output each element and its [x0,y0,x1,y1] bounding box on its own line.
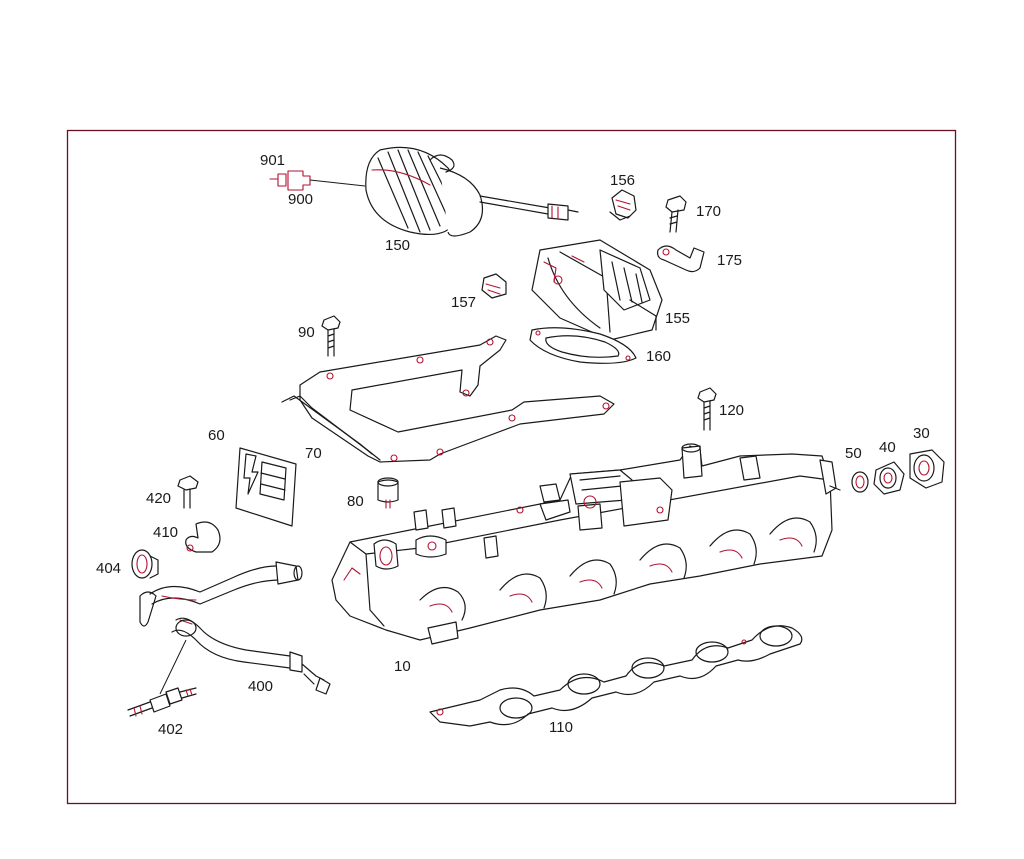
part-170-bolt[interactable] [665,195,687,233]
callout-30: 30 [913,425,930,442]
callout-110: 110 [549,719,573,736]
callout-175: 175 [717,252,742,269]
callout-10: 10 [394,658,411,675]
part-80-spacer[interactable] [377,477,399,509]
part-402-sensor[interactable] [127,639,197,717]
callout-50: 50 [845,445,862,462]
callout-150: 150 [385,237,410,254]
callout-160: 160 [646,348,671,365]
part-120-bolt[interactable] [697,387,717,431]
part-175-bracket[interactable] [657,245,705,273]
part-410-clamp[interactable] [185,521,221,553]
callout-70: 70 [305,445,322,462]
part-157-clip[interactable] [481,273,507,299]
part-70-cover-frame[interactable] [281,335,615,463]
part-400-hose[interactable] [139,561,331,695]
part-90-bolt[interactable] [321,315,341,357]
callout-410: 410 [153,524,178,541]
callout-90: 90 [298,324,315,341]
part-10-intake-manifold[interactable] [331,443,841,645]
callout-155: 155 [665,310,690,327]
part-420-bolt[interactable] [177,475,199,509]
callout-80: 80 [347,493,364,510]
callout-170: 170 [696,203,721,220]
callout-157: 157 [451,294,476,311]
part-156-clip[interactable] [609,189,637,221]
part-404-grommet[interactable] [131,549,159,579]
callout-60: 60 [208,427,225,444]
callout-120: 120 [719,402,744,419]
callout-40: 40 [879,439,896,456]
part-155-throttle-body[interactable] [531,239,663,341]
part-30-cap[interactable] [909,449,945,489]
part-160-gasket[interactable] [529,327,637,364]
callout-404: 404 [96,560,121,577]
part-150-actuator[interactable] [365,146,579,237]
part-40-valve[interactable] [873,461,905,495]
callout-156: 156 [610,172,635,189]
part-60-warning-label[interactable] [235,447,297,527]
part-900-connector[interactable] [269,170,366,191]
callout-900: 900 [288,191,313,208]
callout-400: 400 [248,678,273,695]
callout-402: 402 [158,721,183,738]
diagram-frame [66,129,957,805]
part-110-gasket-strip[interactable] [429,625,803,727]
callout-420: 420 [146,490,171,507]
part-50-seal[interactable] [851,471,869,493]
callout-901: 901 [260,152,285,169]
